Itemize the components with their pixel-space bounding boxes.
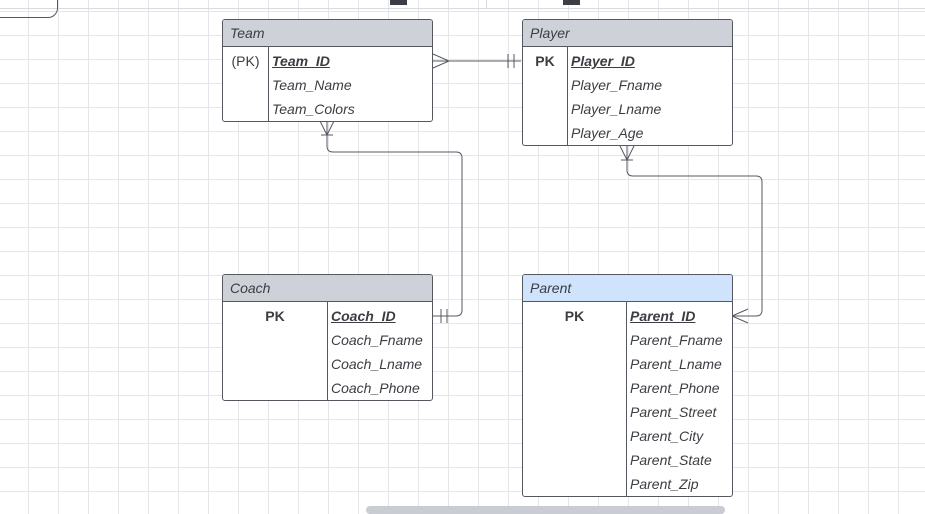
parent-attr-parent-city: Parent_City bbox=[630, 428, 704, 444]
player-key-label: PK bbox=[535, 53, 555, 69]
team-many-crowsfoot bbox=[432, 53, 451, 69]
player-attr-player-age: Player_Age bbox=[571, 125, 644, 141]
coach-entity[interactable]: Coach PK Coach_ID Coach_Fname Coach_Lnam… bbox=[222, 274, 433, 401]
parent-entity[interactable]: Parent PK Parent_ID Parent_Fname Parent_… bbox=[522, 274, 733, 497]
parent-attr-parent-zip: Parent_Zip bbox=[630, 476, 699, 492]
horizontal-scrollbar[interactable] bbox=[366, 506, 725, 514]
parent-attr-parent-state: Parent_State bbox=[630, 452, 712, 468]
coach-attr-coach-fname: Coach_Fname bbox=[331, 332, 423, 348]
coach-one-only-bars bbox=[440, 309, 448, 323]
parent-attr-parent-phone: Parent_Phone bbox=[630, 380, 720, 396]
parent-key-label: PK bbox=[564, 308, 585, 324]
player-entity[interactable]: Player PK Player_ID Player_Fname Player_… bbox=[522, 19, 733, 146]
coach-entity-title: Coach bbox=[223, 275, 432, 302]
player-entity-title: Player bbox=[523, 20, 732, 47]
player-one-or-many-crowsfoot bbox=[619, 145, 635, 162]
parent-attr-parent-lname: Parent_Lname bbox=[630, 356, 722, 372]
team-coach-connector bbox=[326, 121, 463, 317]
coach-attr-coach-id: Coach_ID bbox=[331, 308, 396, 324]
team-key-label: (PK) bbox=[231, 53, 260, 69]
team-attr-team-name: Team_Name bbox=[272, 77, 352, 93]
toolbar-edge bbox=[0, 8, 925, 9]
team-entity[interactable]: Team (PK) Team_ID Team_Name Team_Colors bbox=[222, 19, 433, 122]
team-one-or-many-crowsfoot bbox=[319, 120, 335, 137]
toolbar-handle-left[interactable] bbox=[390, 0, 407, 5]
coach-attr-coach-phone: Coach_Phone bbox=[331, 380, 420, 396]
panel-corner bbox=[0, 0, 58, 18]
team-attr-team-id: Team_ID bbox=[272, 53, 330, 69]
parent-attr-parent-fname: Parent_Fname bbox=[630, 332, 723, 348]
coach-attr-coach-lname: Coach_Lname bbox=[331, 356, 423, 372]
parent-attr-parent-id: Parent_ID bbox=[630, 308, 696, 324]
toolbar-handle-right[interactable] bbox=[563, 0, 580, 5]
player-attr-player-id: Player_ID bbox=[571, 53, 635, 69]
player-parent-connector bbox=[626, 146, 763, 317]
player-one-only-bars bbox=[507, 54, 515, 68]
parent-entity-title: Parent bbox=[523, 275, 732, 302]
player-attr-player-lname: Player_Lname bbox=[571, 101, 662, 117]
team-entity-title: Team bbox=[223, 20, 432, 47]
coach-key-label: PK bbox=[265, 308, 285, 324]
player-attr-player-fname: Player_Fname bbox=[571, 77, 663, 93]
team-attr-team-colors: Team_Colors bbox=[272, 101, 355, 117]
parent-attr-parent-street: Parent_Street bbox=[630, 404, 717, 420]
toolbar-divider bbox=[486, 0, 487, 9]
